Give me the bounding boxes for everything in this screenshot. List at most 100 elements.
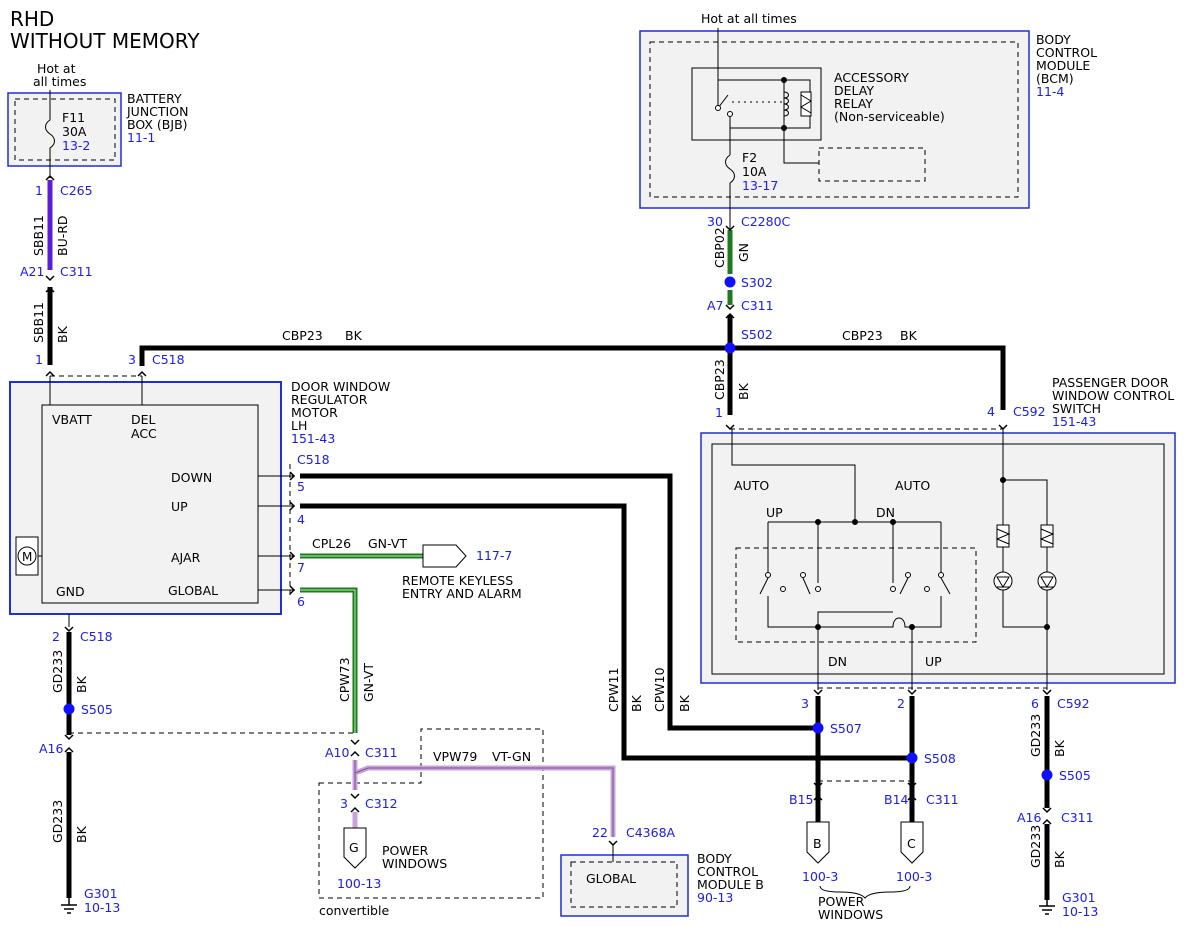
pin-del: DEL xyxy=(131,412,156,427)
fuse-f2-symbol xyxy=(725,154,735,230)
svg-text:11-4: 11-4 xyxy=(1036,84,1064,99)
power-windows-bc-label-2: WINDOWS xyxy=(818,907,883,922)
power-windows-b-letter: B xyxy=(813,836,822,851)
splice-s302 xyxy=(724,276,736,288)
s302-label: S302 xyxy=(741,275,773,290)
wire-label-gd233-l2: GD233 xyxy=(50,800,65,843)
passenger-switch-module-box xyxy=(700,432,1176,684)
pin-vbatt: VBATT xyxy=(52,412,92,427)
wire-cpw10-bk xyxy=(300,473,818,731)
switch-pin2: 2 xyxy=(897,696,905,711)
c311-label-bc: C311 xyxy=(926,792,959,807)
passenger-switch-label: PASSENGER DOOR WINDOW CONTROL SWITCH 151… xyxy=(1052,375,1174,429)
c518-side-arrows xyxy=(289,471,296,595)
svg-text:(Non-serviceable): (Non-serviceable) xyxy=(834,109,945,124)
door-motor-label: DOOR WINDOW REGULATOR MOTOR LH 151-43 xyxy=(291,379,390,446)
wire-label-gd233-l1: GD233 xyxy=(50,650,65,693)
power-windows-b-ref: 100-3 xyxy=(802,869,838,884)
pin-acc: ACC xyxy=(131,426,157,441)
wire-label-gn-vt: GN-VT xyxy=(368,536,407,551)
bjb-module-box xyxy=(7,92,122,167)
rke-connector-arrow xyxy=(422,544,467,568)
splice-s505-right xyxy=(1041,769,1053,781)
bcm-logic-box xyxy=(818,147,926,182)
ground-symbol-left xyxy=(61,898,77,914)
bcm-b-pin-global: GLOBAL xyxy=(586,871,636,886)
wire-label-cpw11: CPW11 xyxy=(606,667,621,712)
passenger-switch-inner-box xyxy=(711,443,1165,675)
svg-text:90-13: 90-13 xyxy=(697,890,733,905)
bcm-b-label: BODY CONTROL MODULE B 90-13 xyxy=(697,851,764,905)
svg-text:MOTOR: MOTOR xyxy=(291,405,338,420)
s507-label: S507 xyxy=(830,721,862,736)
switch-contacts-dashed-box xyxy=(735,547,977,643)
rke-ref: 117-7 xyxy=(476,548,512,563)
splice-s507 xyxy=(812,722,824,734)
bcm-module-box xyxy=(639,30,1030,209)
wire-label-cpw10: CPW10 xyxy=(652,667,667,712)
switch-connector-arrows xyxy=(725,424,1008,431)
wire-label-bk-gd233-l1: BK xyxy=(74,675,89,693)
c518-label-top: C518 xyxy=(152,352,185,367)
svg-text:WINDOW CONTROL: WINDOW CONTROL xyxy=(1052,388,1174,403)
c518-pin4: 4 xyxy=(297,512,305,527)
switch-label-out-dn: DN xyxy=(828,654,847,669)
pin-gnd: GND xyxy=(56,584,85,599)
bcm-b-module-box xyxy=(560,854,689,917)
g301-ref-right: 10-13 xyxy=(1062,904,1098,919)
switch-label-auto-left: AUTO xyxy=(734,478,769,493)
svg-text:ACCESSORY: ACCESSORY xyxy=(834,70,909,85)
b15-pin: B15 xyxy=(789,792,813,807)
c2280c-pin: 30 xyxy=(707,214,723,229)
power-windows-g-ref: 100-13 xyxy=(337,876,381,891)
bcm-connector-arrows xyxy=(725,225,735,319)
hot-at-all-times-bcm: Hot at all times xyxy=(701,11,797,26)
c265-pin: 1 xyxy=(35,183,43,198)
svg-text:BOX (BJB): BOX (BJB) xyxy=(127,117,188,132)
svg-text:151-43: 151-43 xyxy=(291,431,335,446)
connector-arrows-left-top xyxy=(45,174,55,293)
wire-label-cbp23-vert: CBP23 xyxy=(712,359,727,400)
door-motor-inner-box xyxy=(41,404,259,604)
c592-pin6: 6 xyxy=(1031,696,1039,711)
wire-cpw73-stripe xyxy=(300,589,356,733)
svg-text:MODULE: MODULE xyxy=(1036,58,1090,73)
c311-label-a21: C311 xyxy=(60,264,93,279)
power-windows-c-connector xyxy=(900,821,924,864)
c592-pin4: 4 xyxy=(987,404,995,419)
c518-top-arrows xyxy=(45,370,147,377)
bcm-label: BODY CONTROL MODULE (BCM) 11-4 xyxy=(1036,32,1097,99)
wire-label-gn-vt-cpw73: GN-VT xyxy=(361,663,376,702)
convertible-dashed-box xyxy=(318,728,544,899)
switch-internal-circuit xyxy=(731,429,1057,690)
svg-text:JUNCTION: JUNCTION xyxy=(126,104,188,119)
c312-arrows xyxy=(350,793,360,813)
b14-pin: B14 xyxy=(884,792,909,807)
hot-at-label-line1: Hot at xyxy=(37,61,76,76)
g301-ref-left: 10-13 xyxy=(84,900,120,915)
splice-s502 xyxy=(724,342,736,354)
s505-label-right: S505 xyxy=(1059,768,1091,783)
power-windows-c-ref: 100-3 xyxy=(896,869,932,884)
c311-label-a7: C311 xyxy=(741,298,774,313)
fuse-f2-ref: 13-17 xyxy=(742,178,778,193)
c518-gnd-pin: 2 xyxy=(52,629,60,644)
fuse-f2-rating: 10A xyxy=(742,164,767,179)
wire-label-sbb11: SBB11 xyxy=(31,215,46,256)
c311-label-a16-right: C311 xyxy=(1061,810,1094,825)
rke-label-line2: ENTRY AND ALARM xyxy=(402,586,522,601)
c518-pin3: 3 xyxy=(128,352,136,367)
bcm-b-inner-dashed xyxy=(570,861,678,908)
wire-vpw79-stripe xyxy=(354,760,614,837)
door-motor-module-box xyxy=(9,381,282,615)
switch-pin1: 1 xyxy=(715,405,723,420)
motor-pin-leads xyxy=(258,475,295,591)
c4368a-arrow xyxy=(608,840,618,847)
c311-a16-right-arrows xyxy=(1042,807,1052,825)
fuse-f2-label: F2 xyxy=(742,150,757,165)
c311-a16-arrows xyxy=(64,734,74,753)
c311-bc-arrows xyxy=(813,782,917,801)
c311-a16-pin-left: A16 xyxy=(39,741,64,756)
svg-text:11-1: 11-1 xyxy=(127,130,155,145)
wire-label-bk-cpw11: BK xyxy=(629,694,644,712)
